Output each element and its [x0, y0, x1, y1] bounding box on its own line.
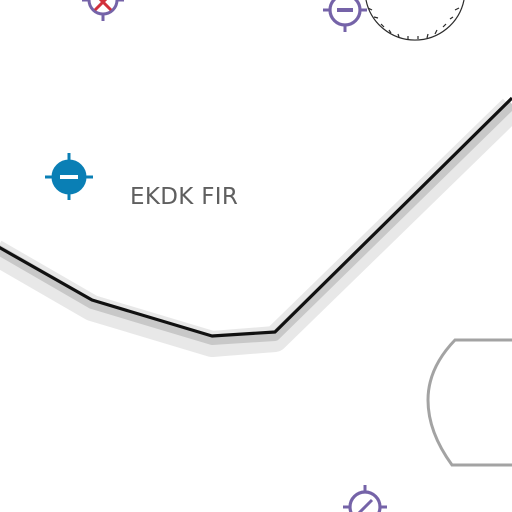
fir-boundary-shadow [0, 100, 512, 345]
purple-airport-icon-top[interactable] [323, 0, 367, 32]
airspace-boundary-shape [426, 338, 512, 467]
fir-boundary-halo [0, 98, 512, 357]
compass-rose-icon [365, 0, 465, 41]
blue-airport-icon[interactable] [45, 153, 93, 200]
fir-label: EKDK FIR [130, 184, 239, 210]
purple-airport-icon-bottom[interactable] [343, 485, 387, 512]
red-airport-icon[interactable] [82, 0, 124, 21]
fir-boundary-line [0, 96, 512, 338]
